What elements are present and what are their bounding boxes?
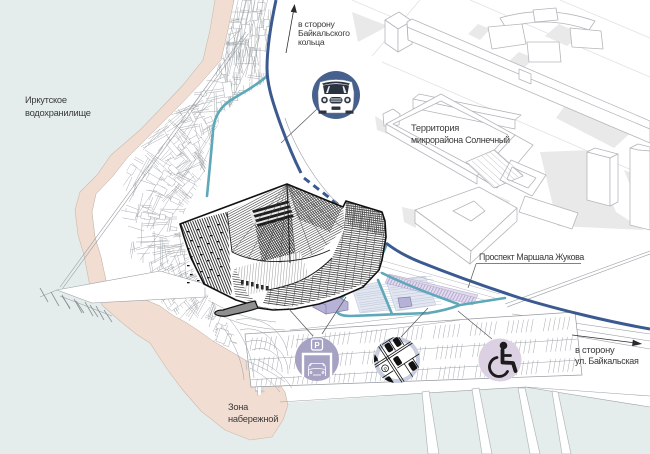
- svg-text:микрорайона Солнечный: микрорайона Солнечный: [411, 135, 510, 145]
- svg-text:кольца: кольца: [298, 37, 325, 47]
- svg-text:Байкальского: Байкальского: [298, 28, 350, 38]
- svg-text:в сторону: в сторону: [575, 345, 615, 355]
- svg-text:P: P: [383, 366, 390, 373]
- svg-text:Иркутское: Иркутское: [25, 95, 67, 105]
- svg-text:ул. Байкальская: ул. Байкальская: [575, 356, 639, 366]
- svg-text:Проспект Маршала Жукова: Проспект Маршала Жукова: [479, 252, 584, 262]
- svg-text:набережной: набережной: [228, 414, 278, 424]
- svg-text:Зона: Зона: [228, 402, 249, 412]
- svg-text:водохранилище: водохранилище: [25, 108, 91, 118]
- svg-text:в сторону: в сторону: [298, 19, 336, 29]
- svg-text:P: P: [314, 341, 320, 350]
- svg-text:Территория: Территория: [411, 123, 459, 133]
